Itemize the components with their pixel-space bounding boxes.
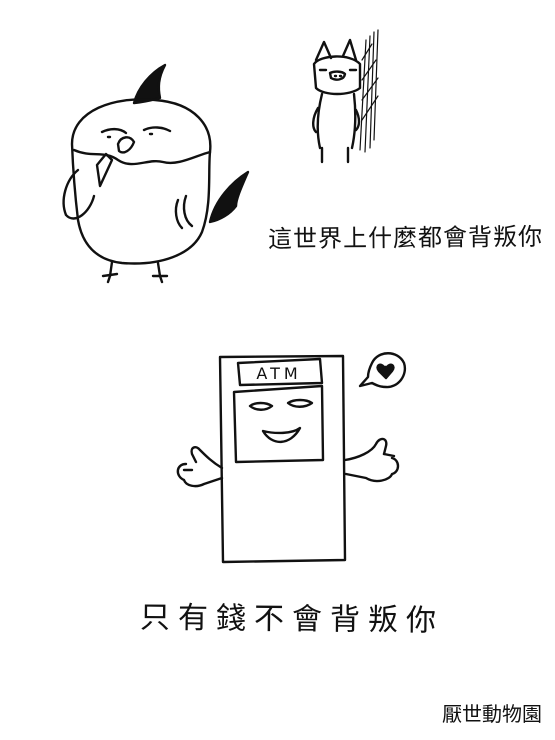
- atm-label: ATM: [256, 364, 301, 383]
- pig-icon: [312, 29, 379, 164]
- heart-icon: [358, 352, 407, 389]
- artist-signature: 厭世動物園: [442, 702, 542, 726]
- caption-top: 這世界上什麼都會背叛你: [267, 222, 544, 254]
- atm-icon: [176, 354, 400, 564]
- caption-bottom: 只有錢不會背叛你: [139, 600, 445, 639]
- chicken-icon: [62, 63, 250, 284]
